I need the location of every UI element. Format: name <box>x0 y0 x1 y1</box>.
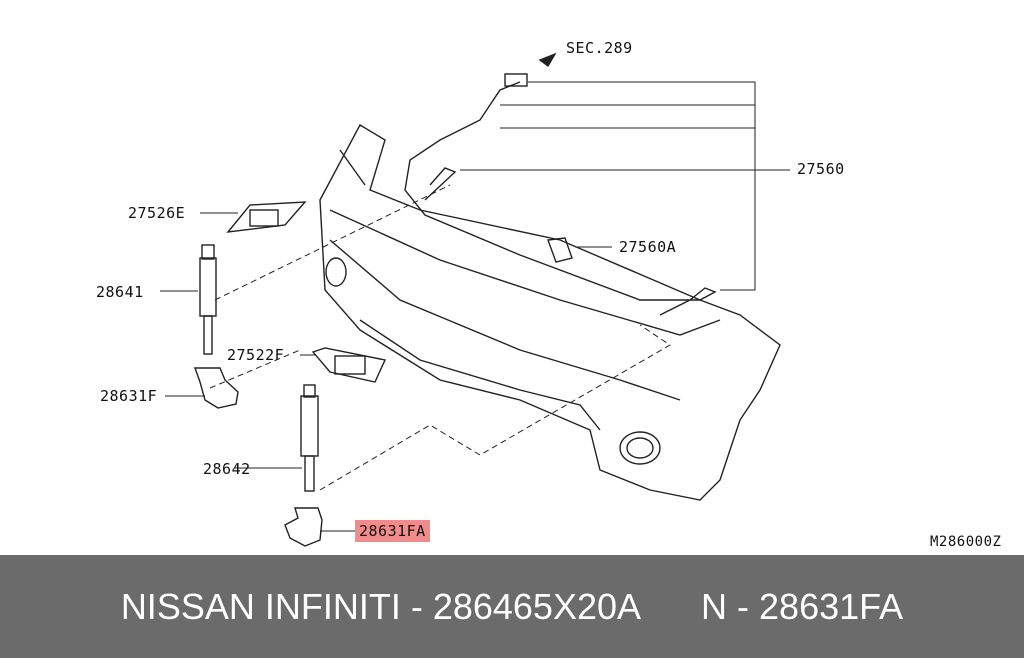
part-27522F <box>311 347 387 383</box>
bumper-diagram-drawing <box>160 52 790 547</box>
label-27522F[interactable]: 27522F <box>227 346 285 364</box>
part-28641 <box>199 257 217 317</box>
right-fog-lamp <box>619 431 661 465</box>
left-fog-lamp <box>325 257 347 287</box>
label-27560A[interactable]: 27560A <box>619 238 677 256</box>
label-27526E[interactable]: 27526E <box>128 204 186 222</box>
label-28641[interactable]: 28641 <box>96 283 144 301</box>
label-28642[interactable]: 28642 <box>203 460 251 478</box>
label-28631FA-highlighted[interactable]: 28631FA <box>355 520 430 542</box>
part-27526E <box>226 201 307 233</box>
bumper-outline <box>319 124 781 501</box>
diagram-code: M286000Z <box>930 534 1002 550</box>
part-28642 <box>300 395 319 457</box>
part-27560A <box>547 237 573 263</box>
part-28631F <box>194 367 239 409</box>
washer-hose <box>404 81 717 316</box>
label-sec-289: SEC.289 <box>566 39 633 57</box>
footer-oem-number: NISSAN INFINITI - 286465X20A <box>120 585 642 627</box>
footer-banner: NISSAN INFINITI - 286465X20A N - 28631FA <box>0 555 1024 658</box>
label-27560[interactable]: 27560 <box>797 160 845 178</box>
footer-part-number: N - 28631FA <box>701 585 904 627</box>
part-28631FA <box>284 507 323 547</box>
label-28631F[interactable]: 28631F <box>100 387 158 405</box>
